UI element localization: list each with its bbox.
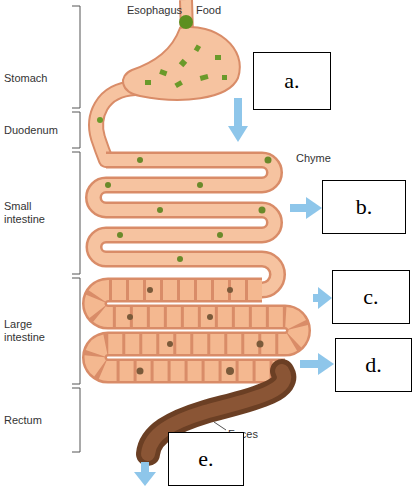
part-label: Small intestine: [4, 200, 68, 226]
box-letter: a.: [284, 68, 299, 94]
answer-box: a.: [253, 52, 331, 110]
answer-box: b.: [322, 180, 406, 234]
part-label: Duodenum: [4, 124, 68, 137]
box-letter: b.: [356, 194, 373, 220]
waste-dots: [127, 287, 264, 375]
food-pieces: [97, 15, 227, 123]
duodenum: [96, 88, 135, 160]
chyme-dots: [105, 157, 272, 263]
part-label: Esophagus: [118, 4, 182, 17]
small-intestine: [93, 160, 277, 290]
box-letter: e.: [198, 446, 213, 472]
box-letter: c.: [363, 284, 378, 310]
section-brackets: [72, 6, 80, 452]
answer-box: e.: [168, 432, 244, 486]
part-label: Stomach: [4, 72, 68, 85]
part-label: Rectum: [4, 414, 68, 427]
large-intestine: [95, 290, 299, 371]
part-label: Chyme: [296, 152, 346, 165]
leader-line: [214, 422, 226, 430]
box-letter: d.: [365, 352, 382, 378]
answer-box: c.: [332, 270, 410, 324]
stomach: [123, 27, 240, 100]
part-label: Large intestine: [4, 318, 68, 344]
answer-box: d.: [335, 338, 412, 392]
part-label: Food: [196, 4, 236, 17]
